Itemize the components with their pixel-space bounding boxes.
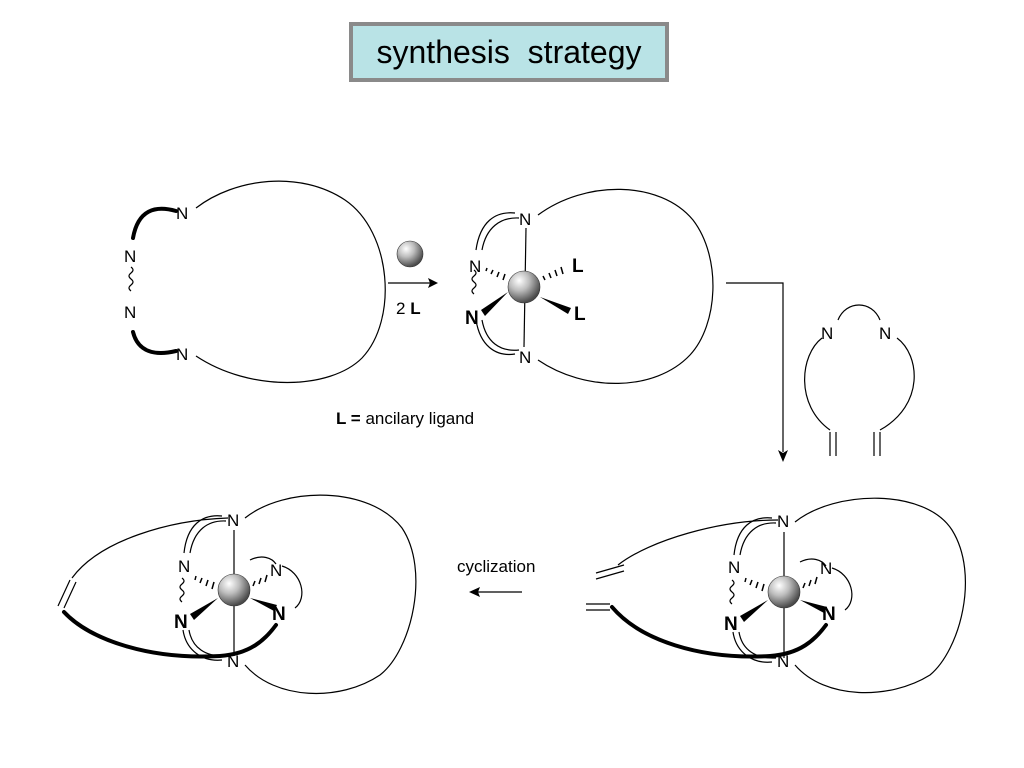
atom-n-3: N (124, 303, 136, 322)
structure-catenane: N N N N N N (57, 494, 417, 695)
svg-text:N: N (227, 652, 239, 671)
metal-center-icon (507, 270, 541, 304)
ligand-legend: L = ancilary ligand (336, 409, 474, 428)
atom-n-2: N (124, 247, 136, 266)
atom-l-1: L (572, 256, 584, 277)
bold-bridge-bottom (131, 330, 178, 355)
structure-second-ligand: N N (804, 304, 915, 456)
complex-ring (537, 188, 714, 384)
atom-n-4: N (176, 345, 188, 364)
macrocycle-ring (195, 180, 386, 384)
structure-metal-complex: N N N N L L (465, 188, 714, 384)
wavy-linker (128, 266, 134, 292)
hashed-bond-n (485, 267, 506, 281)
svg-text:N: N (227, 511, 239, 530)
page-title: synthesis strategy (376, 33, 642, 70)
reagent-arrow: 2 L (388, 240, 438, 318)
atom-l-2: L (574, 304, 586, 325)
structure-precyclization: N N N N N N (586, 497, 966, 694)
svg-text:N: N (174, 612, 188, 633)
metal-ion-icon (396, 240, 424, 268)
atom-n-1: N (176, 204, 188, 223)
atom-n-a: N (519, 210, 531, 229)
cyclization-label: cyclization (457, 557, 535, 576)
reagent-label: 2 L (396, 299, 421, 318)
title-box: synthesis strategy (349, 22, 669, 82)
svg-text:N: N (820, 559, 832, 578)
metal-center-icon-3 (217, 573, 251, 607)
svg-text:N: N (777, 652, 789, 671)
atom-n-d: N (519, 348, 531, 367)
svg-text:N: N (728, 558, 740, 577)
svg-text:N: N (178, 557, 190, 576)
atom-n-b: N (469, 257, 481, 276)
svg-text:N: N (822, 604, 836, 625)
svg-text:N: N (272, 604, 286, 625)
svg-text:N: N (777, 512, 789, 531)
atom-n-f: N (879, 324, 891, 343)
svg-text:N: N (270, 561, 282, 580)
atom-n-c: N (465, 308, 479, 329)
metal-center-icon-2 (767, 575, 801, 609)
cyclization-arrow: cyclization (457, 557, 535, 597)
svg-text:N: N (724, 614, 738, 635)
hashed-bond-l (542, 266, 564, 281)
atom-n-e: N (821, 324, 833, 343)
elbow-arrow (726, 282, 788, 462)
bold-bridge-top (131, 206, 178, 240)
structure-free-ligand: N N N N (124, 180, 386, 384)
